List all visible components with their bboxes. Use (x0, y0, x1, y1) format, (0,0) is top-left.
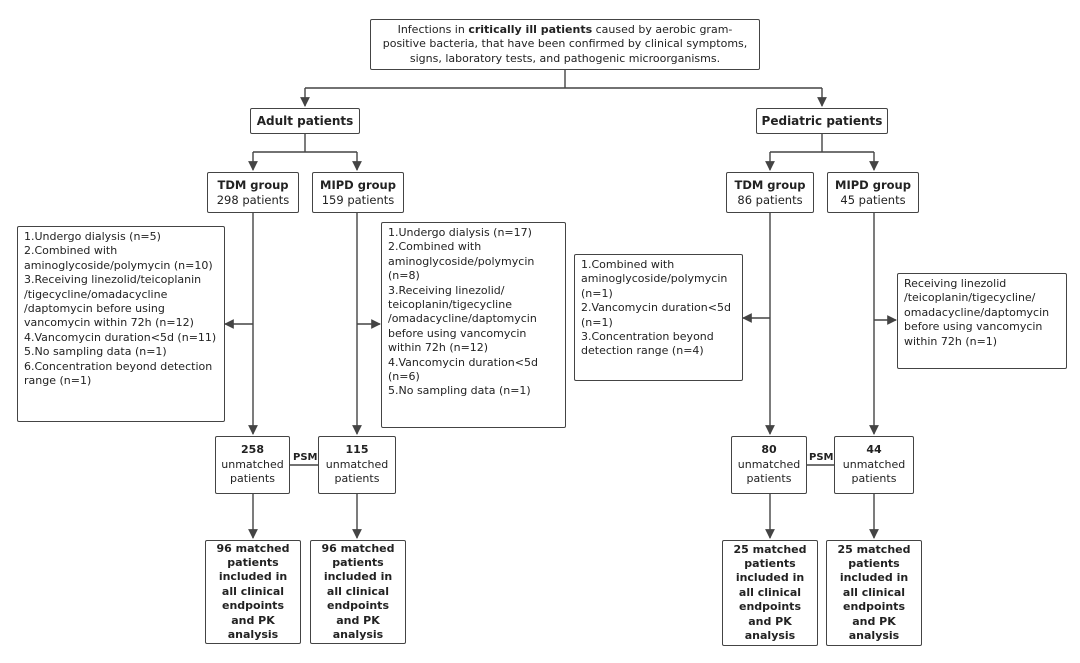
pediatric-psm-label: PSM (809, 452, 834, 463)
exclusion-item: 3.Concentration beyond detection range (… (581, 330, 714, 358)
adult-tdm-exclusion-box: 1.Undergo dialysis (n=5) 2.Combined with… (17, 226, 225, 422)
matched-text: 25 matched patients included in all clin… (837, 542, 911, 643)
pediatric-tdm-unmatched-box: 80 unmatched patients (731, 436, 807, 494)
exclusion-item: 2.Vancomycin duration<5d (n=1) (581, 301, 731, 329)
pediatric-mipd-group-box: MIPD group 45 patients (827, 172, 919, 213)
group-title: MIPD group (835, 178, 911, 193)
pediatric-mipd-matched-box: 25 matched patients included in all clin… (826, 540, 922, 646)
pediatric-tdm-exclusion-box: 1.Combined with aminoglycoside/polymycin… (574, 254, 743, 381)
adult-tdm-matched-box: 96 matched patients included in all clin… (205, 540, 301, 644)
pediatric-mipd-unmatched-box: 44 unmatched patients (834, 436, 914, 494)
exclusion-item: 2.Combined with aminoglycoside/polymycin… (24, 244, 213, 272)
pediatric-tdm-group-box: TDM group 86 patients (726, 172, 814, 213)
group-title: TDM group (217, 178, 289, 193)
exclusion-item: 1.Undergo dialysis (n=17) (388, 226, 532, 239)
unmatched-label: unmatched patients (325, 457, 389, 486)
unmatched-count: 115 (345, 443, 369, 457)
group-count: 159 patients (321, 192, 395, 207)
pediatric-patients-box: Pediatric patients (756, 108, 888, 134)
adult-mipd-group-box: MIPD group 159 patients (312, 172, 404, 213)
unmatched-label: unmatched patients (737, 457, 801, 486)
matched-text: 25 matched patients included in all clin… (733, 542, 807, 643)
adult-mipd-exclusion-box: 1.Undergo dialysis (n=17) 2.Combined wit… (381, 222, 566, 428)
pediatric-mipd-exclusion-box: Receiving linezolid /teicoplanin/tigecyc… (897, 273, 1067, 369)
unmatched-label: unmatched patients (221, 457, 284, 486)
group-title: MIPD group (320, 178, 396, 193)
unmatched-count: 258 (241, 443, 264, 457)
inclusion-criteria-text: Infections in critically ill patients ca… (382, 22, 748, 65)
matched-text: 96 matched patients included in all clin… (216, 541, 290, 642)
exclusion-item: 4.Vancomycin duration<5d (n=6) (388, 355, 538, 384)
group-count: 86 patients (737, 192, 803, 207)
unmatched-count: 80 (761, 443, 777, 457)
exclusion-item: 4.Vancomycin duration<5d (n=11) (24, 330, 217, 344)
adult-patients-box: Adult patients (250, 108, 360, 134)
exclusion-item: 1.Undergo dialysis (n=5) (24, 230, 161, 243)
exclusion-item: 5.No sampling data (n=1) (24, 345, 167, 359)
group-count: 45 patients (840, 192, 906, 207)
group-count: 298 patients (216, 192, 290, 207)
exclusion-item: 2.Combined with aminoglycoside/polymycin… (388, 240, 535, 283)
adult-mipd-unmatched-box: 115 unmatched patients (318, 436, 396, 494)
inclusion-criteria-box: Infections in critically ill patients ca… (370, 19, 760, 70)
adult-tdm-group-box: TDM group 298 patients (207, 172, 299, 213)
unmatched-count: 44 (866, 443, 882, 457)
exclusion-item: 6.Concentration beyond detection range (… (24, 359, 213, 388)
adult-tdm-unmatched-box: 258 unmatched patients (215, 436, 290, 494)
exclusion-item: 5.No sampling data (n=1) (388, 384, 531, 398)
adult-mipd-matched-box: 96 matched patients included in all clin… (310, 540, 406, 644)
exclusion-item: 1.Combined with aminoglycoside/polymycin… (581, 258, 728, 300)
group-title: TDM group (734, 178, 806, 193)
exclusion-item: 3.Receiving linezolid/ teicoplanin/tigec… (388, 283, 537, 355)
unmatched-label: unmatched patients (842, 457, 906, 486)
exclusion-item: 3.Receiving linezolid/teicoplanin /tigec… (24, 273, 202, 330)
matched-text: 96 matched patients included in all clin… (321, 541, 395, 642)
exclusion-item: Receiving linezolid /teicoplanin/tigecyc… (904, 277, 1050, 348)
pediatric-tdm-matched-box: 25 matched patients included in all clin… (722, 540, 818, 646)
adult-psm-label: PSM (293, 452, 318, 463)
